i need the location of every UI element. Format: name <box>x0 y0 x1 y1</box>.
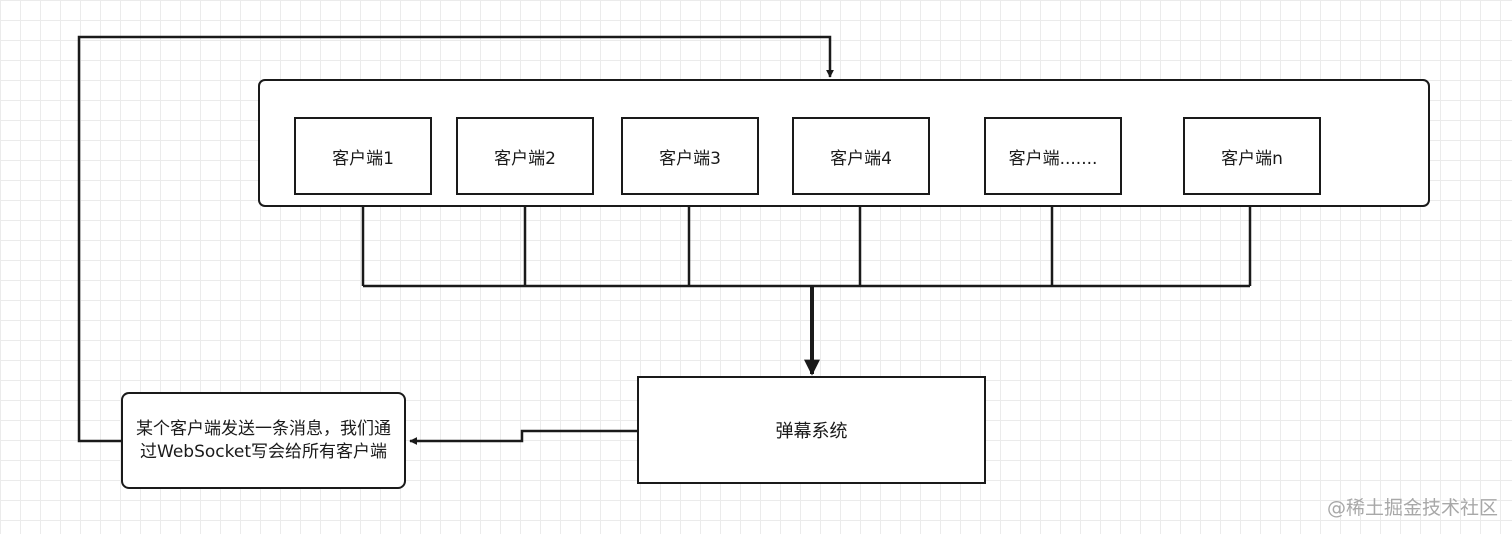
client-node-3: 客户端3 <box>621 117 759 195</box>
danmu-system-node: 弹幕系统 <box>637 376 986 484</box>
client-node-2: 客户端2 <box>456 117 594 195</box>
client-label: 客户端2 <box>494 148 556 169</box>
broadcast-note-label: 某个客户端发送一条消息，我们通过WebSocket写会给所有客户端 <box>136 418 391 462</box>
client-label: 客户端n <box>1221 148 1283 169</box>
client-label: 客户端4 <box>830 148 892 169</box>
client-node-ellipsis: 客户端....... <box>984 117 1122 195</box>
watermark-text: @稀土掘金技术社区 <box>1326 497 1498 519</box>
danmu-to-note-arrow <box>409 429 637 445</box>
broadcast-note-node: 某个客户端发送一条消息，我们通过WebSocket写会给所有客户端 <box>121 392 406 489</box>
feedback-connector <box>77 35 834 443</box>
client-label: 客户端....... <box>1008 148 1098 169</box>
client-node-n: 客户端n <box>1183 117 1321 195</box>
client-node-1: 客户端1 <box>294 117 432 195</box>
client-label: 客户端1 <box>332 148 394 169</box>
client-node-4: 客户端4 <box>792 117 930 195</box>
client-label: 客户端3 <box>659 148 721 169</box>
danmu-system-label: 弹幕系统 <box>775 421 848 442</box>
client-drop-lines <box>361 195 1252 286</box>
